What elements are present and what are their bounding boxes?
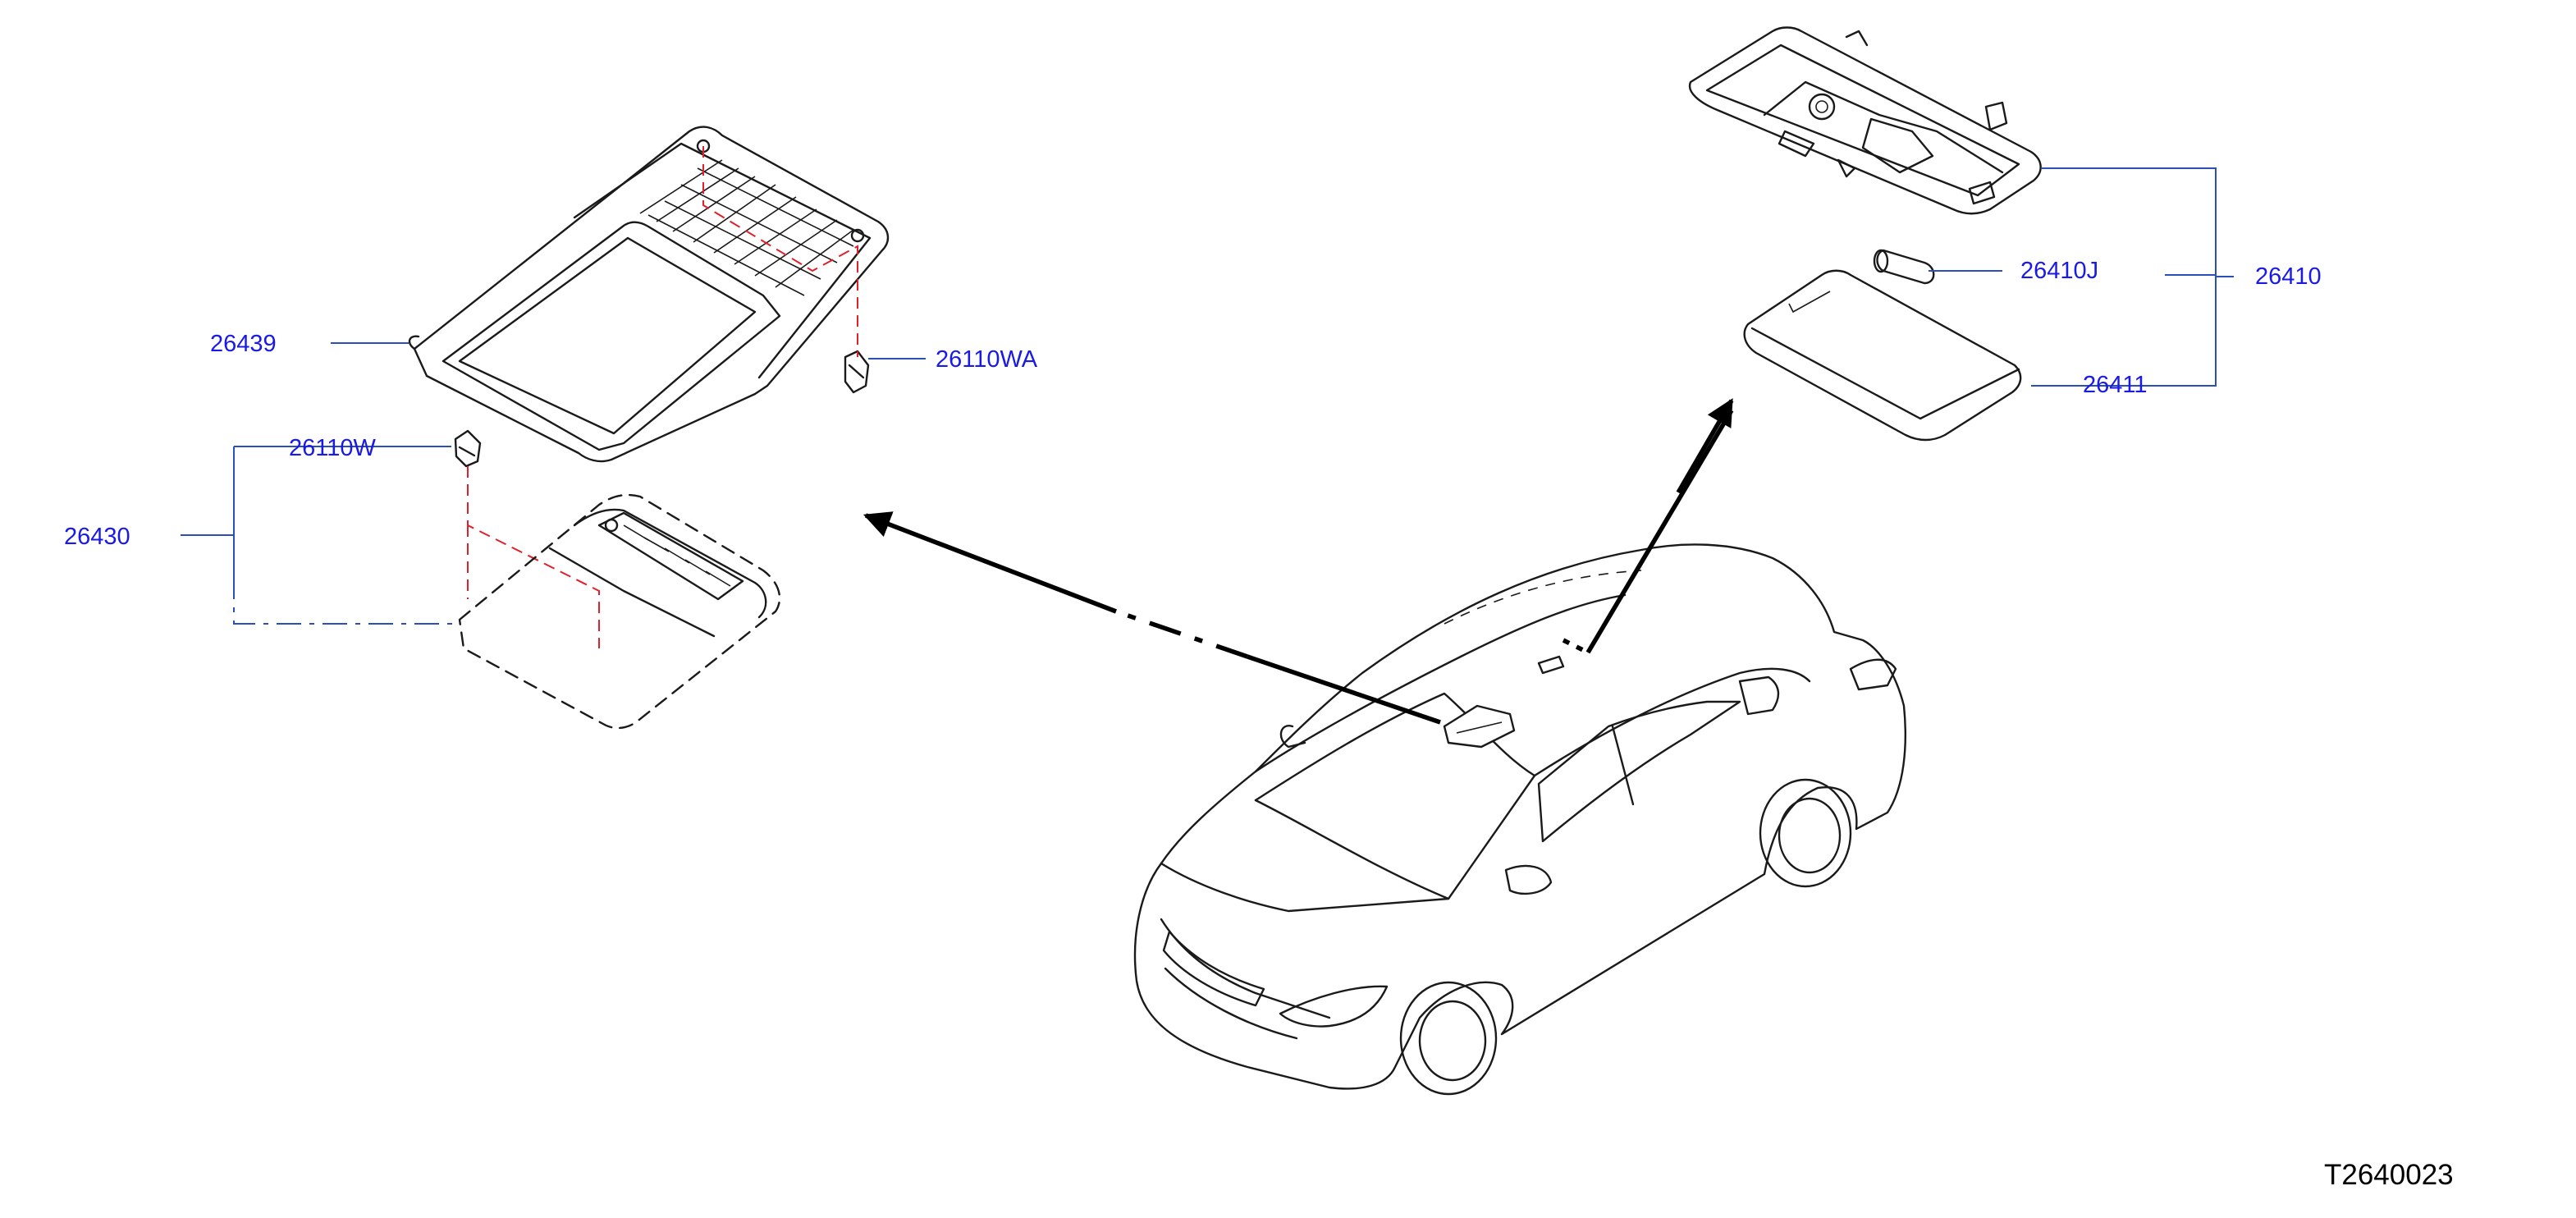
part-26410-room-lamp bbox=[1688, 26, 2042, 215]
part-26430-map-lamp bbox=[458, 493, 781, 730]
figure-id: T2640023 bbox=[2324, 1159, 2454, 1191]
leader-lines bbox=[181, 167, 2234, 625]
part-26411-lens bbox=[1743, 269, 2022, 442]
part-26110w-clip bbox=[454, 429, 482, 468]
part-26110wa-clip bbox=[844, 350, 870, 394]
callout-26410[interactable]: 26410 bbox=[2255, 263, 2322, 290]
callout-26410j[interactable]: 26410J bbox=[2020, 258, 2099, 284]
callout-26110w[interactable]: 26110W bbox=[289, 435, 376, 461]
callout-26110wa[interactable]: 26110WA bbox=[936, 346, 1038, 373]
part-26410j-bulb bbox=[1873, 249, 1935, 285]
part-26439-frame bbox=[408, 126, 890, 463]
callout-26430[interactable]: 26430 bbox=[64, 524, 130, 550]
vehicle-outline bbox=[1133, 543, 1906, 1096]
callout-26439[interactable]: 26439 bbox=[210, 331, 277, 357]
callout-26411[interactable]: 26411 bbox=[2083, 372, 2148, 398]
direction-arrows bbox=[862, 398, 1734, 725]
